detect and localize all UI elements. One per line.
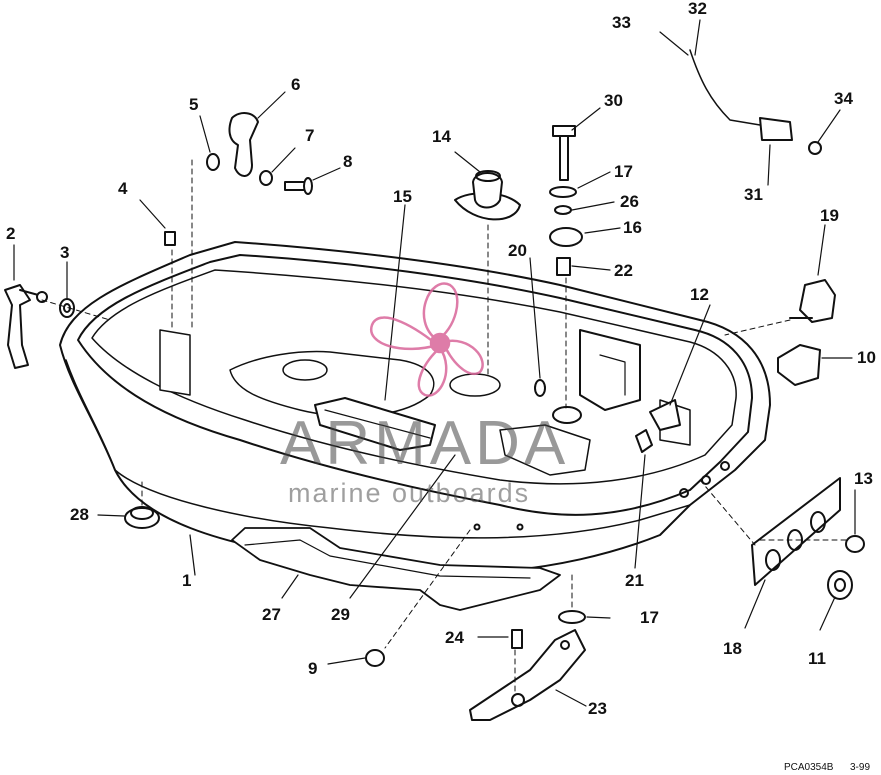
callout-12: 12 — [690, 285, 709, 304]
callout-23: 23 — [588, 699, 607, 718]
callout-17-top: 17 — [614, 162, 633, 181]
callout-33: 33 — [612, 13, 631, 32]
callout-21: 21 — [625, 571, 644, 590]
callout-1: 1 — [182, 571, 192, 590]
callout-28: 28 — [70, 505, 89, 524]
callout-17-bottom: 17 — [640, 608, 659, 627]
callout-34: 34 — [834, 89, 853, 108]
side-plate — [751, 477, 841, 586]
callout-14: 14 — [432, 127, 451, 146]
callout-26: 26 — [620, 192, 639, 211]
lever — [4, 284, 48, 369]
callout-5: 5 — [189, 95, 199, 114]
watermark-brand: ARMADA — [280, 409, 570, 478]
watermark-logo — [370, 282, 484, 397]
callout-27: 27 — [262, 605, 281, 624]
callout-31: 31 — [744, 185, 763, 204]
callout-30: 30 — [604, 91, 623, 110]
callout-4: 4 — [118, 179, 128, 198]
drawing-date: 3-99 — [850, 762, 871, 773]
callout-11: 11 — [808, 649, 826, 668]
callout-16: 16 — [623, 218, 642, 237]
callout-10: 10 — [857, 348, 876, 367]
bracket — [469, 629, 586, 721]
watermark-tagline: marine outboards — [288, 478, 531, 508]
bottom-seal — [231, 527, 561, 611]
callout-19: 19 — [820, 206, 839, 225]
callout-7: 7 — [305, 126, 315, 145]
callout-13: 13 — [854, 469, 873, 488]
callout-6: 6 — [291, 75, 301, 94]
callout-15: 15 — [393, 187, 412, 206]
drawing-code: PCA0354B — [784, 762, 834, 773]
alignment-lines — [41, 159, 849, 696]
lower-cover — [59, 241, 771, 575]
callout-18: 18 — [723, 639, 742, 658]
callout-24: 24 — [445, 628, 464, 647]
callout-20: 20 — [508, 241, 527, 260]
callout-8: 8 — [343, 152, 353, 171]
callout-3: 3 — [60, 243, 70, 262]
callout-29: 29 — [331, 605, 350, 624]
switch-item-19 — [799, 279, 836, 323]
callout-2: 2 — [6, 224, 16, 243]
leader-lines — [13, 19, 856, 707]
callout-9: 9 — [308, 659, 318, 678]
callout-32: 32 — [688, 0, 707, 18]
callout-22: 22 — [614, 261, 633, 280]
